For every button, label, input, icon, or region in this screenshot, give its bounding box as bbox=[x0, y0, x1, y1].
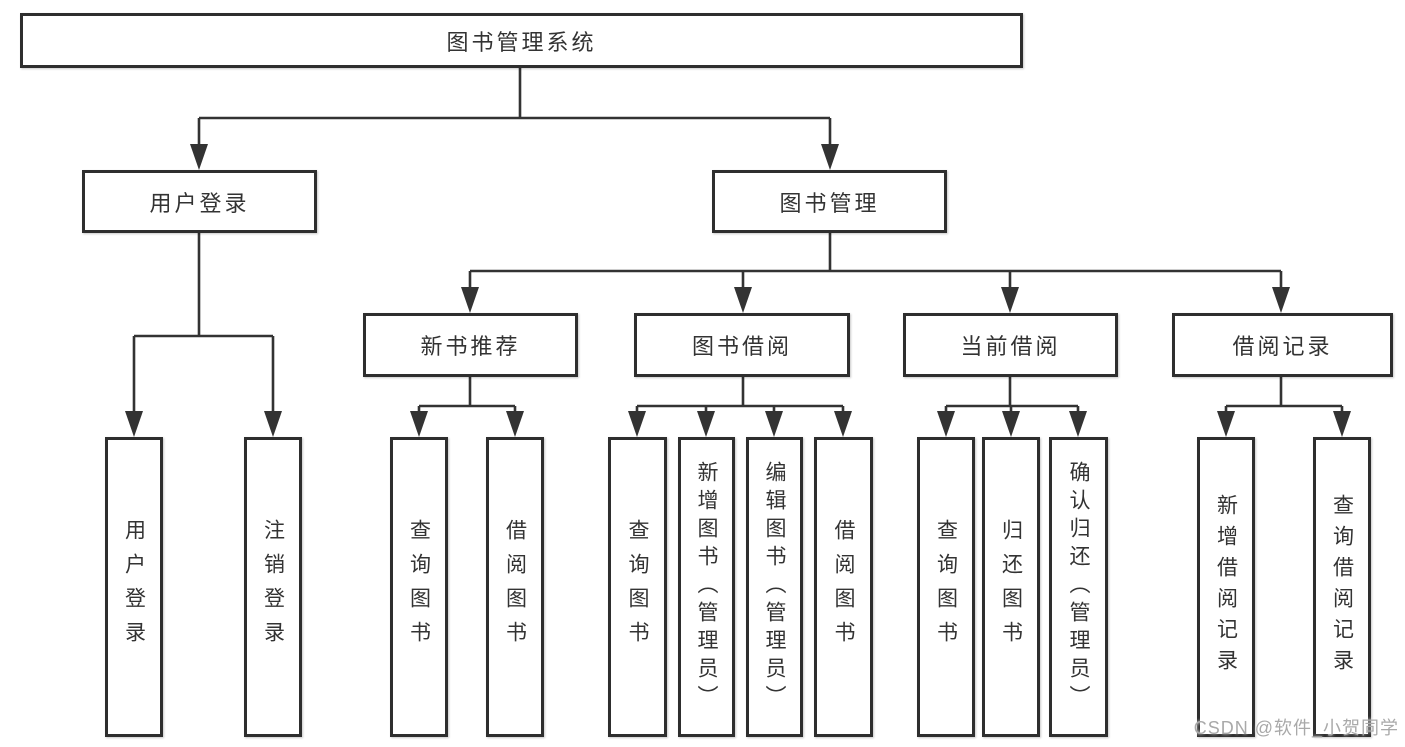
leaf-borrow-query-books: 查询图书 bbox=[608, 437, 667, 737]
connector-borrow-records-to-leaves bbox=[1217, 377, 1351, 437]
connector-book-management-to-level3 bbox=[461, 233, 1290, 313]
leaf-current-query-books-label: 查询图书 bbox=[934, 519, 958, 655]
leaf-confirm-return-admin: 确认归还（管理员） bbox=[1049, 437, 1108, 737]
leaf-add-borrow-record: 新增借阅记录 bbox=[1197, 437, 1255, 737]
leaf-query-borrow-record: 查询借阅记录 bbox=[1313, 437, 1371, 737]
node-new-book-recommend: 新书推荐 bbox=[363, 313, 578, 377]
leaf-return-books-label: 归还图书 bbox=[999, 519, 1023, 655]
node-book-borrow-label: 图书借阅 bbox=[691, 334, 792, 359]
node-borrow-records-label: 借阅记录 bbox=[1232, 334, 1333, 359]
leaf-return-books: 归还图书 bbox=[982, 437, 1040, 737]
leaf-current-query-books: 查询图书 bbox=[917, 437, 975, 737]
node-new-book-recommend-label: 新书推荐 bbox=[420, 334, 521, 359]
node-borrow-records: 借阅记录 bbox=[1172, 313, 1393, 377]
leaf-confirm-return-admin-label: 确认归还（管理员） bbox=[1067, 461, 1090, 713]
leaf-borrow-books: 借阅图书 bbox=[814, 437, 873, 737]
leaf-add-book-admin: 新增图书（管理员） bbox=[678, 437, 735, 737]
watermark-text: CSDN @软件_小贺同学 bbox=[1193, 718, 1399, 738]
leaf-recommend-borrow-books: 借阅图书 bbox=[486, 437, 544, 737]
node-book-management-label: 图书管理 bbox=[779, 190, 880, 216]
leaf-user-login: 用户登录 bbox=[105, 437, 163, 737]
leaf-borrow-query-books-label: 查询图书 bbox=[626, 519, 649, 655]
connector-current-borrow-to-leaves bbox=[937, 377, 1087, 437]
leaf-query-borrow-record-label: 查询借阅记录 bbox=[1330, 494, 1354, 680]
node-book-borrow: 图书借阅 bbox=[634, 313, 850, 377]
connector-new-book-recommend-to-leaves bbox=[410, 377, 524, 437]
node-user-login-label: 用户登录 bbox=[149, 190, 250, 216]
node-book-management: 图书管理 bbox=[712, 170, 947, 233]
leaf-recommend-borrow-books-label: 借阅图书 bbox=[503, 519, 527, 655]
leaf-user-login-label: 用户登录 bbox=[122, 519, 146, 655]
node-root: 图书管理系统 bbox=[20, 13, 1023, 68]
connector-user-login-to-leaves bbox=[125, 233, 282, 437]
connector-root-to-level2 bbox=[190, 68, 839, 170]
connector-book-borrow-to-leaves bbox=[628, 377, 852, 437]
leaf-edit-book-admin: 编辑图书（管理员） bbox=[746, 437, 803, 737]
leaf-borrow-books-label: 借阅图书 bbox=[832, 519, 855, 655]
leaf-recommend-query-books: 查询图书 bbox=[390, 437, 448, 737]
node-current-borrow-label: 当前借阅 bbox=[960, 334, 1061, 359]
leaf-add-borrow-record-label: 新增借阅记录 bbox=[1214, 494, 1238, 680]
node-root-label: 图书管理系统 bbox=[446, 29, 597, 55]
leaf-edit-book-admin-label: 编辑图书（管理员） bbox=[763, 461, 786, 713]
leaf-recommend-query-books-label: 查询图书 bbox=[407, 519, 431, 655]
leaf-add-book-admin-label: 新增图书（管理员） bbox=[695, 461, 718, 713]
node-user-login: 用户登录 bbox=[82, 170, 317, 233]
leaf-logout-label: 注销登录 bbox=[261, 519, 285, 655]
leaf-logout: 注销登录 bbox=[244, 437, 302, 737]
node-current-borrow: 当前借阅 bbox=[903, 313, 1118, 377]
